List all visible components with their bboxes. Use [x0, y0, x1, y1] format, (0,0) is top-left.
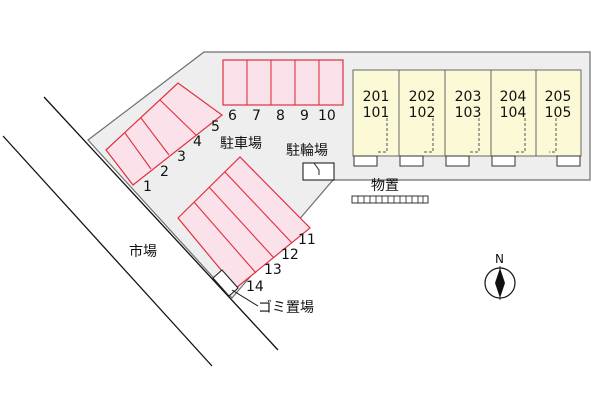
parking-spaces-6-10	[222, 59, 344, 106]
apartment-building: 201 101 202 102 203 103 204 104 205 105	[352, 69, 582, 167]
garbage-leader-line	[231, 289, 259, 307]
garbage-label: ゴミ置場	[258, 299, 314, 316]
compass-north-label: N	[495, 252, 504, 266]
parking-number-8: 8	[276, 108, 285, 124]
parking-number-12: 12	[281, 247, 299, 263]
parking-numbers: 1 2 3 4 5 6 7 8 9 10 11 12 13 14	[143, 108, 336, 295]
road-edge-outer	[2, 135, 213, 367]
unit-102: 102	[409, 105, 436, 121]
road-label: 市場	[129, 243, 157, 260]
unit-105: 105	[545, 105, 572, 121]
parking-block-left	[105, 82, 223, 186]
unit-201: 201	[363, 89, 390, 105]
unit-box-1	[352, 69, 400, 157]
unit-box-5	[535, 69, 582, 157]
bicycle-parking-label: 駐輪場	[286, 142, 328, 159]
parking-number-13: 13	[264, 262, 282, 278]
garbage-area-icon	[212, 269, 239, 297]
parking-number-10: 10	[318, 108, 336, 124]
unit-205: 205	[545, 89, 572, 105]
compass-north-icon	[484, 266, 516, 300]
parking-number-11: 11	[298, 232, 316, 248]
parking-label: 駐車場	[220, 135, 262, 152]
unit-box-4	[490, 69, 537, 157]
storage-sheds	[351, 195, 429, 204]
parking-number-14: 14	[246, 279, 264, 295]
unit-203: 203	[455, 89, 482, 105]
unit-101: 101	[363, 105, 390, 121]
parking-number-6: 6	[228, 108, 237, 124]
parking-number-5: 5	[211, 119, 220, 135]
unit-204: 204	[500, 89, 527, 105]
parking-number-4: 4	[193, 134, 202, 150]
bicycle-parking-icon	[302, 162, 335, 181]
unit-104: 104	[500, 105, 527, 121]
road-edge-inner	[43, 96, 279, 351]
parking-number-9: 9	[300, 108, 309, 124]
parking-number-2: 2	[160, 164, 169, 180]
parking-block-top	[222, 59, 344, 106]
parking-block-center	[177, 156, 311, 289]
parking-spaces-1-4	[105, 82, 223, 186]
unit-103: 103	[455, 105, 482, 121]
unit-box-2	[398, 69, 446, 157]
storage-label: 物置	[371, 178, 399, 194]
parking-number-1: 1	[143, 179, 152, 195]
parking-number-7: 7	[252, 108, 261, 124]
unit-202: 202	[409, 89, 436, 105]
parking-number-3: 3	[177, 149, 186, 165]
